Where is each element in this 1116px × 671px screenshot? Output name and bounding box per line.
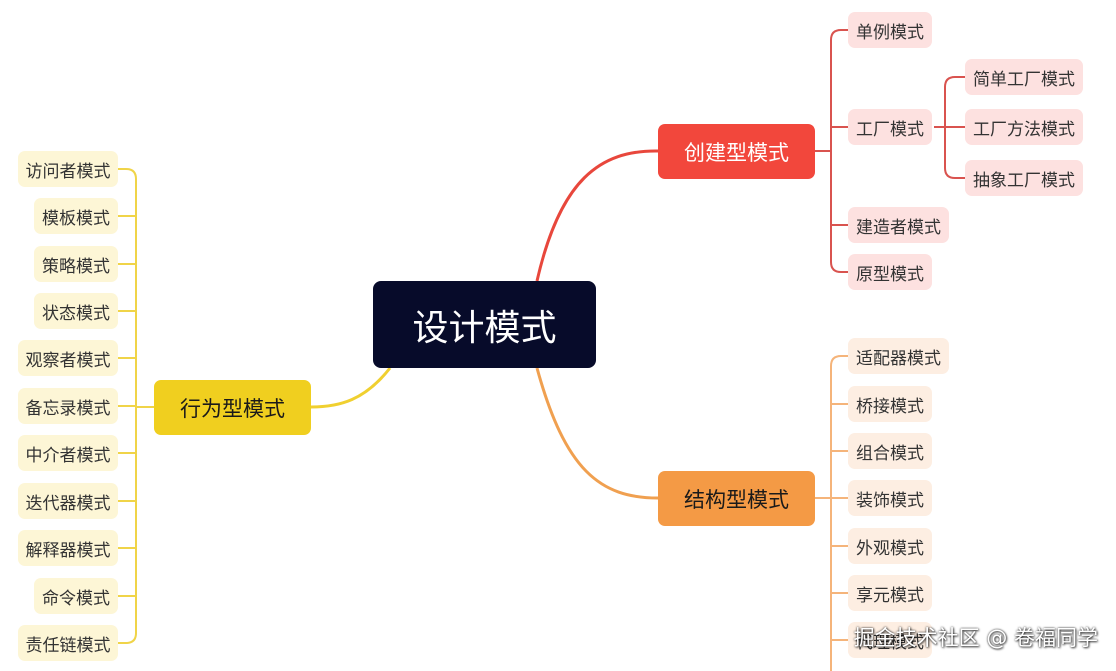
leaf-memento[interactable]: 备忘录模式 [18, 388, 118, 424]
leaf-state[interactable]: 状态模式 [34, 293, 118, 329]
leaf-visitor[interactable]: 访问者模式 [18, 151, 118, 187]
leaf-chain-of-responsibility[interactable]: 责任链模式 [18, 625, 118, 661]
leaf-iterator[interactable]: 迭代器模式 [18, 483, 118, 519]
watermark: 掘金技术社区 @ 卷福同学 [853, 626, 1098, 650]
leaf-observer[interactable]: 观察者模式 [18, 340, 118, 376]
leaf-flyweight[interactable]: 享元模式 [848, 575, 932, 611]
leaf-decorator[interactable]: 装饰模式 [848, 480, 932, 516]
leaf-prototype[interactable]: 原型模式 [848, 254, 932, 290]
leaf-builder[interactable]: 建造者模式 [848, 207, 949, 243]
branch-behavioral[interactable]: 行为型模式 [154, 380, 311, 435]
root-node-design-patterns[interactable]: 设计模式 [373, 281, 596, 368]
leaf-strategy[interactable]: 策略模式 [34, 246, 118, 282]
leaf-facade[interactable]: 外观模式 [848, 528, 932, 564]
leaf-bridge[interactable]: 桥接模式 [848, 386, 932, 422]
leaf-abstract-factory[interactable]: 抽象工厂模式 [965, 160, 1083, 196]
leaf-proxy[interactable]: 代理模式 [848, 622, 932, 658]
leaf-composite[interactable]: 组合模式 [848, 433, 932, 469]
leaf-mediator[interactable]: 中介者模式 [18, 435, 118, 471]
leaf-template[interactable]: 模板模式 [34, 198, 118, 234]
leaf-factory-method[interactable]: 工厂方法模式 [965, 109, 1083, 145]
leaf-adapter[interactable]: 适配器模式 [848, 338, 949, 374]
branch-structural[interactable]: 结构型模式 [658, 471, 815, 526]
branch-creational[interactable]: 创建型模式 [658, 124, 815, 179]
leaf-interpreter[interactable]: 解释器模式 [18, 530, 118, 566]
leaf-command[interactable]: 命令模式 [34, 578, 118, 614]
leaf-singleton[interactable]: 单例模式 [848, 12, 932, 48]
leaf-simple-factory[interactable]: 简单工厂模式 [965, 59, 1083, 95]
leaf-factory[interactable]: 工厂模式 [848, 109, 932, 145]
